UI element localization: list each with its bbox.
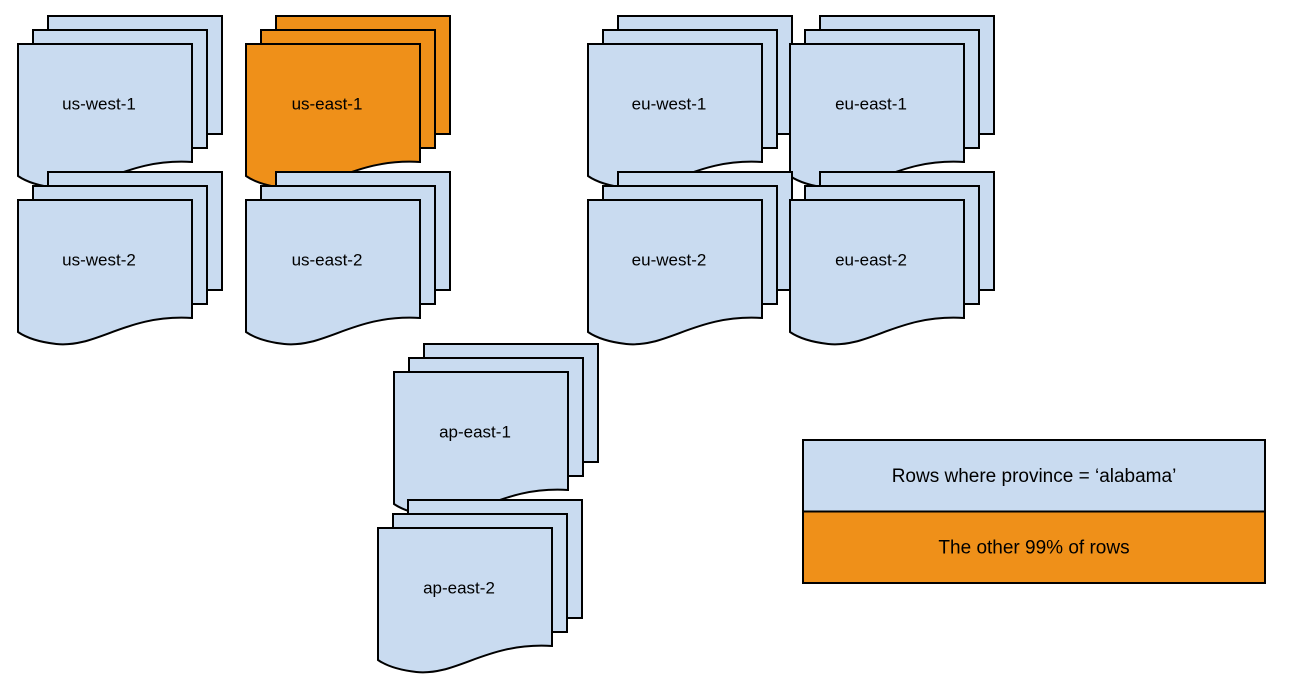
document-stack-eu-east-1[interactable]: eu-east-1 <box>789 15 995 190</box>
document-sheet-front <box>245 43 421 190</box>
legend-row-orange[interactable] <box>802 510 1266 584</box>
stack-label-us-east-1: us-east-1 <box>292 94 363 113</box>
document-sheet-front <box>393 371 569 518</box>
document-stack-ap-east-2[interactable]: ap-east-2 <box>377 499 583 674</box>
document-stack-eu-west-1[interactable]: eu-west-1 <box>587 15 793 190</box>
document-stack-eu-east-2[interactable]: eu-east-2 <box>789 171 995 346</box>
document-stack-us-west-2[interactable]: us-west-2 <box>17 171 223 346</box>
document-stack-us-east-2[interactable]: us-east-2 <box>245 171 451 346</box>
stack-label-us-west-2: us-west-2 <box>62 250 136 269</box>
document-sheet-front <box>17 43 193 190</box>
document-sheet-front <box>789 199 965 346</box>
stack-label-eu-east-1: eu-east-1 <box>835 94 907 113</box>
document-sheet-front <box>377 527 553 674</box>
document-stack-eu-west-2[interactable]: eu-west-2 <box>587 171 793 346</box>
document-stack-us-east-1[interactable]: us-east-1 <box>245 15 451 190</box>
stack-label-eu-west-1: eu-west-1 <box>632 94 707 113</box>
document-sheet-front <box>587 43 763 190</box>
legend-row-orange-label: The other 99% of rows <box>938 537 1129 558</box>
stack-label-us-west-1: us-west-1 <box>62 94 136 113</box>
document-sheet-front <box>245 199 421 346</box>
document-sheet-front <box>789 43 965 190</box>
document-stack-ap-east-1[interactable]: ap-east-1 <box>393 343 599 518</box>
stack-label-us-east-2: us-east-2 <box>292 250 363 269</box>
stack-label-ap-east-1: ap-east-1 <box>439 422 511 441</box>
stack-layer: us-west-1 us-east-1 eu-west-1 eu-east-1 us-w… <box>17 15 995 674</box>
stack-label-eu-west-2: eu-west-2 <box>632 250 707 269</box>
legend-row-blue-label: Rows where province = ‘alabama’ <box>892 466 1177 487</box>
document-sheet-front <box>17 199 193 346</box>
document-stack-us-west-1[interactable]: us-west-1 <box>17 15 223 190</box>
document-sheet-front <box>587 199 763 346</box>
stack-label-eu-east-2: eu-east-2 <box>835 250 907 269</box>
legend: Rows where province = ‘alabama’ The other… <box>802 439 1266 584</box>
legend-row-blue[interactable] <box>802 439 1266 513</box>
stack-label-ap-east-2: ap-east-2 <box>423 578 495 597</box>
